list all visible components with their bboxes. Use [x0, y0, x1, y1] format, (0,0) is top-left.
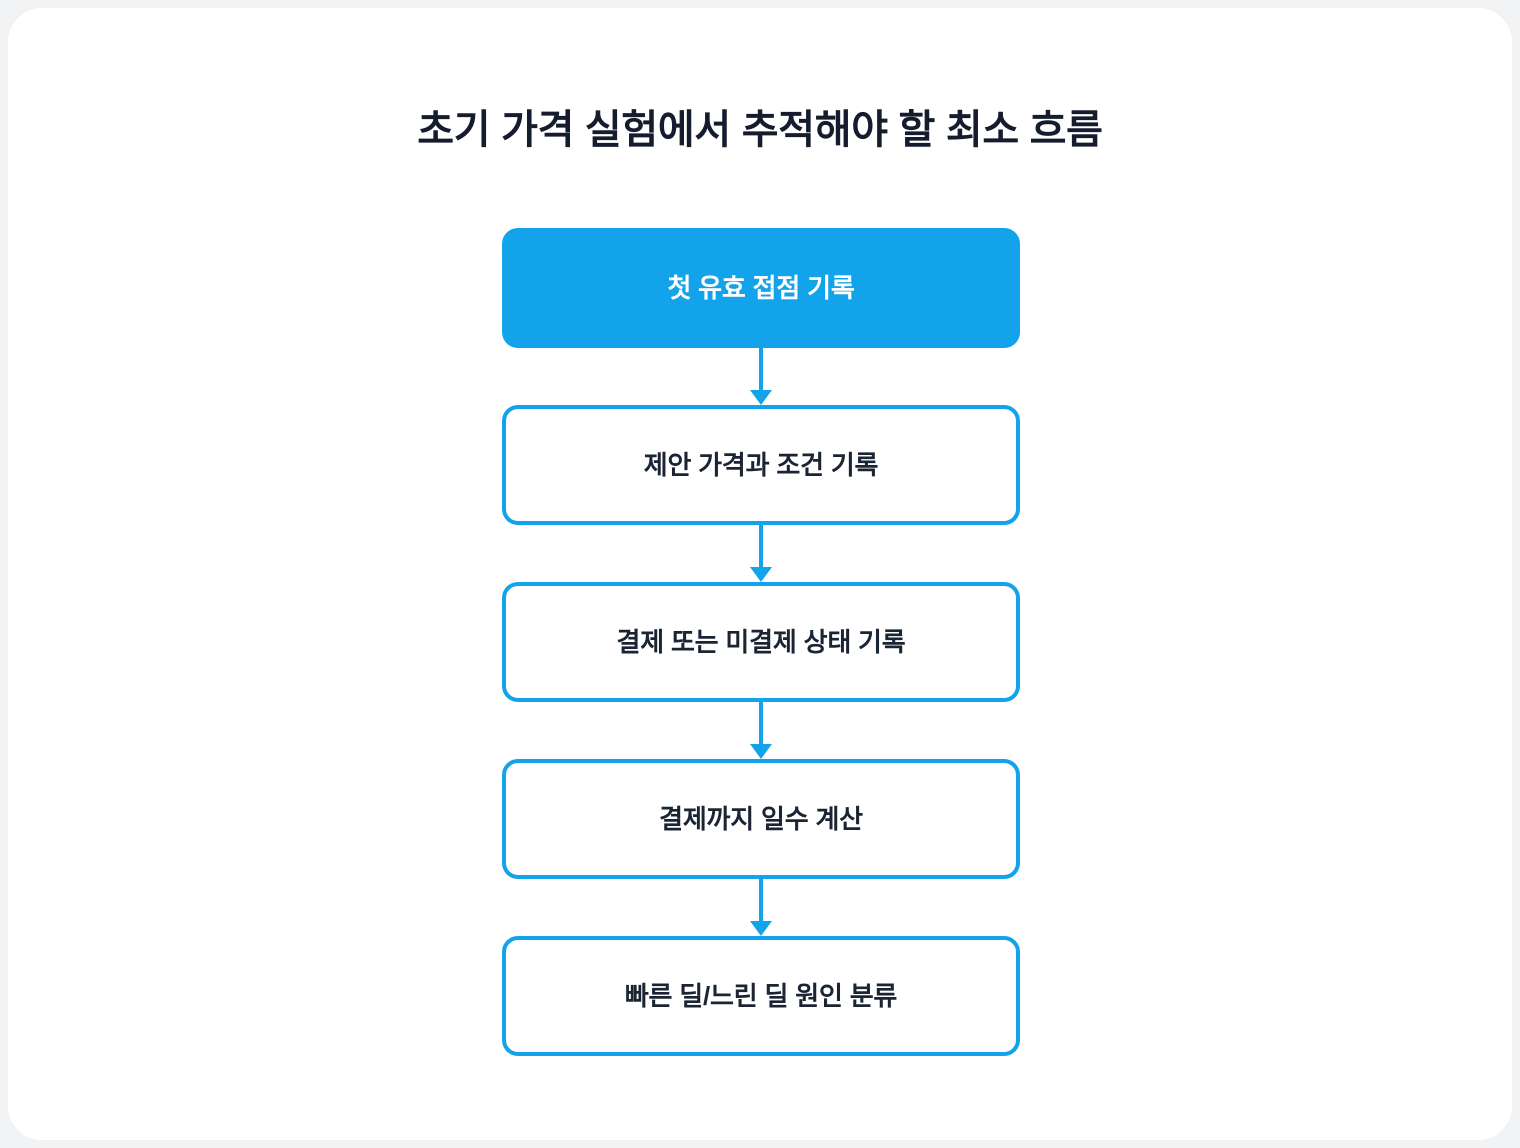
node-step-2-label: 제안 가격과 조건 기록 [643, 449, 879, 480]
down-arrow-icon [750, 390, 772, 405]
connector-3-to-4 [502, 702, 1020, 759]
connector-line [759, 348, 763, 393]
flow-step-3: 결제 또는 미결제 상태 기록 [502, 582, 1020, 702]
flow-step-2: 제안 가격과 조건 기록 [502, 405, 1020, 525]
flow-step-1: 첫 유효 접점 기록 [502, 228, 1020, 348]
connector-2-to-3 [502, 525, 1020, 582]
flow-step-4: 결제까지 일수 계산 [502, 759, 1020, 879]
diagram-card: 초기 가격 실험에서 추적해야 할 최소 흐름 첫 유효 접점 기록 제안 가격… [8, 8, 1512, 1140]
node-step-2[interactable]: 제안 가격과 조건 기록 [502, 405, 1020, 525]
node-step-3-label: 결제 또는 미결제 상태 기록 [616, 626, 906, 657]
connector-line [759, 879, 763, 924]
down-arrow-icon [750, 744, 772, 759]
node-step-5-label: 빠른 딜/느린 딜 원인 분류 [624, 980, 898, 1011]
connector-1-to-2 [502, 348, 1020, 405]
flowchart: 첫 유효 접점 기록 제안 가격과 조건 기록 결제 또는 미결제 상태 기록 [502, 228, 1020, 1056]
node-step-4-label: 결제까지 일수 계산 [659, 803, 863, 834]
down-arrow-icon [750, 921, 772, 936]
connector-line [759, 525, 763, 570]
node-step-3[interactable]: 결제 또는 미결제 상태 기록 [502, 582, 1020, 702]
down-arrow-icon [750, 567, 772, 582]
page-title: 초기 가격 실험에서 추적해야 할 최소 흐름 [417, 108, 1103, 152]
connector-4-to-5 [502, 879, 1020, 936]
node-step-1-label: 첫 유효 접점 기록 [667, 272, 855, 303]
flow-step-5: 빠른 딜/느린 딜 원인 분류 [502, 936, 1020, 1056]
node-step-5[interactable]: 빠른 딜/느린 딜 원인 분류 [502, 936, 1020, 1056]
node-step-4[interactable]: 결제까지 일수 계산 [502, 759, 1020, 879]
node-step-1[interactable]: 첫 유효 접점 기록 [502, 228, 1020, 348]
connector-line [759, 702, 763, 747]
